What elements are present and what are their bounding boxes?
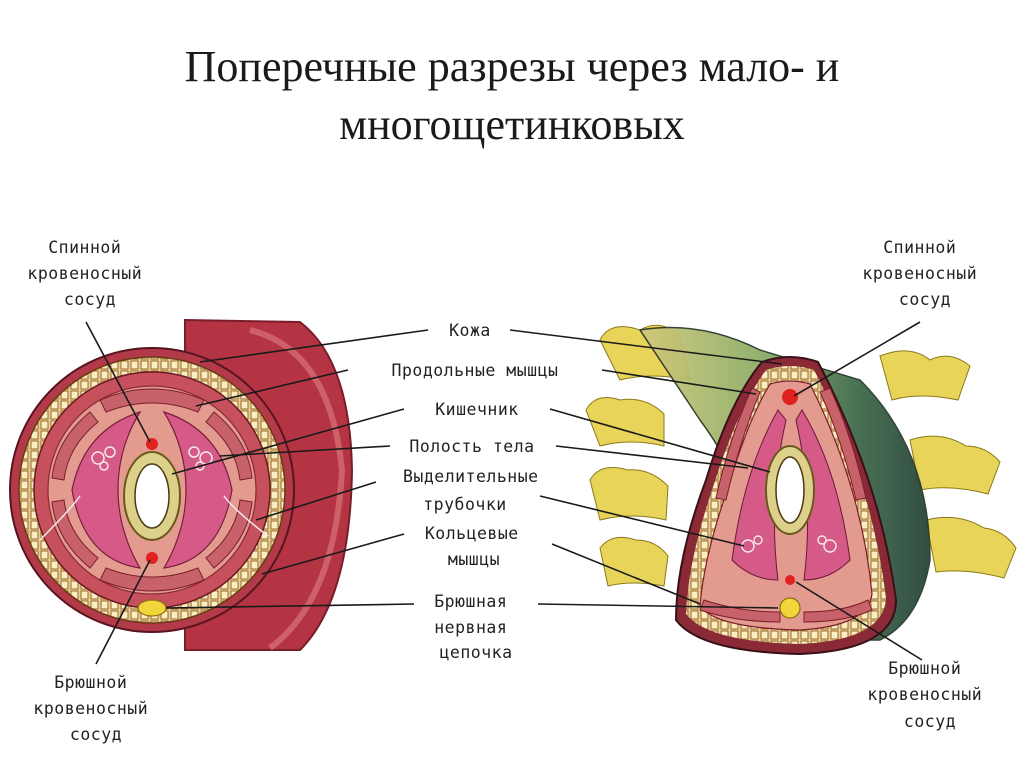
nerve-chain-right: [779, 597, 801, 619]
label-dorsal-vessel-right: Спинной кровеносный сосуд: [862, 238, 987, 309]
label-circular-muscles: Кольцевые мышцы: [425, 524, 529, 569]
body-cylinder-shade: [249, 327, 346, 651]
leader-lines: [85, 321, 923, 665]
labels: Спинной кровеносный сосуд Спинной кровен…: [27, 238, 992, 744]
label-body-cavity: Полость тела: [409, 437, 534, 456]
label-ventral-vessel-left: Брюшной кровеносный сосуд: [33, 673, 158, 744]
body-cavity-left: [71, 410, 142, 569]
oligochaete-section: [9, 318, 354, 651]
body-cavity-right: [162, 410, 233, 569]
label-nerve-chain: Брюшная нервная цепочка: [434, 592, 517, 662]
ventral-vessel-right: [785, 575, 795, 585]
parapodia-right: [879, 350, 1017, 579]
intestine-lumen: [134, 463, 170, 529]
label-longitudinal-muscles: Продольные мышцы: [392, 361, 559, 380]
nerve-chain-left: [137, 599, 167, 617]
polychaete-section: [585, 324, 1017, 656]
ventral-vessel-left: [146, 552, 158, 564]
intestine-lumen-right: [775, 456, 805, 524]
label-excretory-tubules: Выделительные трубочки: [403, 467, 549, 514]
muscle-bundles-right: [699, 387, 873, 623]
label-intestine: Кишечник: [435, 400, 518, 419]
label-skin: Кожа: [449, 321, 491, 340]
label-dorsal-vessel-left: Спинной кровеносный сосуд: [27, 238, 152, 309]
excretory-tubules-left: [39, 446, 269, 541]
label-ventral-vessel-right: Брюшной кровеносный сосуд: [867, 659, 992, 731]
title-line-2: многощетинковых: [339, 100, 685, 149]
slide-title: Поперечные разрезы через мало- и многоще…: [0, 38, 1024, 154]
dorsal-vessel-left: [146, 438, 158, 450]
muscle-bundles: [51, 388, 253, 592]
dorsal-vessel-right: [782, 389, 798, 405]
title-line-1: Поперечные разрезы через мало- и: [184, 42, 840, 91]
